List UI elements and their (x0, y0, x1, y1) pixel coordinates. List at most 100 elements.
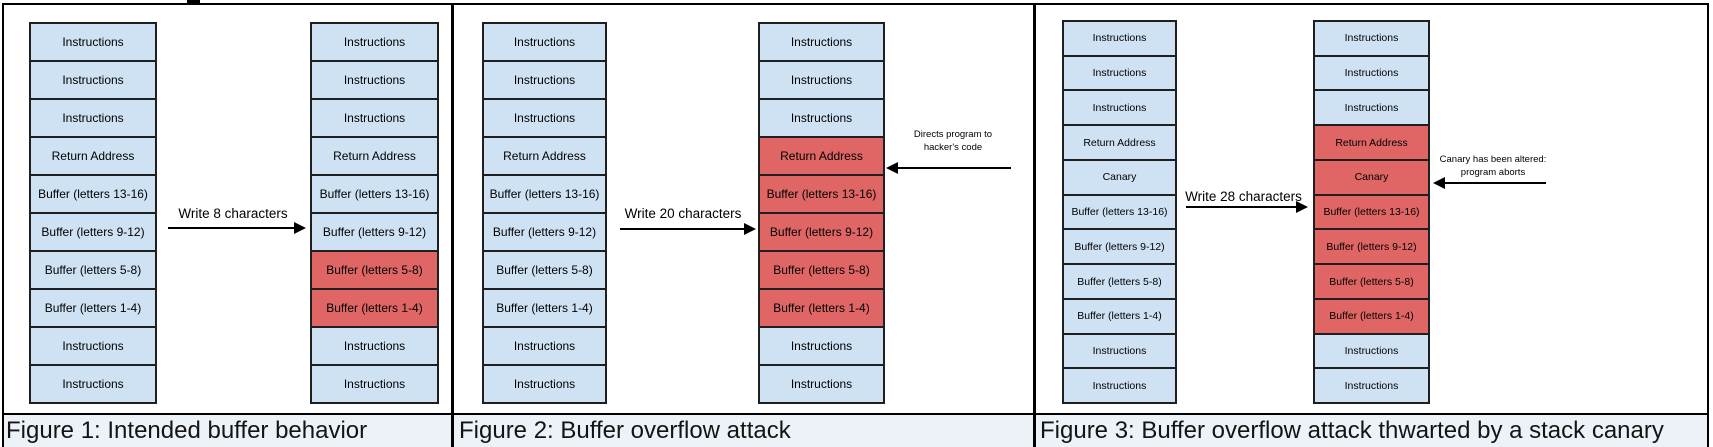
stack-cell: Instructions (1063, 333, 1176, 369)
stack-cell-label: Return Address (503, 149, 586, 163)
stack-cell-label: Instructions (1092, 67, 1147, 80)
annotation-note: Directs program to hacker's code (890, 128, 1016, 154)
stack-cell-label: Buffer (letters 9-12) (322, 225, 427, 239)
stack-cell-label: Canary (1102, 171, 1137, 184)
stack-cell-label: Instructions (790, 377, 853, 391)
stack-cell: Canary (1063, 159, 1176, 195)
action-label: Write 20 characters (624, 206, 742, 221)
stack-cell-label: Canary (1354, 171, 1389, 184)
stack-cell: Return Address (311, 137, 438, 175)
stack-cell: Instructions (311, 327, 438, 365)
stack-cell: Buffer (letters 13-16) (1314, 194, 1429, 230)
action-label: Write 8 characters (178, 206, 288, 221)
stack-cell-label: Instructions (1092, 32, 1147, 45)
stack-cell-label: Instructions (1092, 379, 1147, 392)
stack-cell: Buffer (letters 5-8) (1314, 264, 1429, 299)
figure-caption: Figure 3: Buffer overflow attack thwarte… (1040, 417, 1664, 444)
stack-cell: Instructions (759, 61, 884, 99)
stack-cell-label: Instructions (513, 73, 576, 87)
arrow-right-icon (294, 222, 306, 234)
stack-cell: Buffer (letters 5-8) (311, 251, 438, 289)
stack-cell-label: Buffer (letters 1-4) (1077, 310, 1162, 323)
stack-cell: Instructions (1063, 368, 1176, 404)
stack-cell: Return Address (30, 137, 156, 175)
stack-cell: Buffer (letters 9-12) (1314, 229, 1429, 265)
stack-cell: Buffer (letters 9-12) (30, 213, 156, 251)
stack-cell-label: Buffer (letters 5-8) (326, 263, 423, 277)
stack-cell: Return Address (1063, 125, 1176, 160)
stack-cell-label: Instructions (513, 339, 576, 353)
stack-cell-label: Buffer (letters 13-16) (319, 187, 430, 201)
stack-cell: Instructions (1314, 368, 1429, 404)
stack-cell: Instructions (1063, 55, 1176, 91)
stack-cell-label: Instructions (343, 377, 406, 391)
stack-cell-label: Instructions (790, 73, 853, 87)
caption-separator (2, 413, 1707, 415)
stack-cell-label: Instructions (1092, 344, 1147, 357)
annotation-line: Directs program to (913, 129, 993, 140)
stack-cell: Instructions (759, 365, 884, 403)
stack-cell: Return Address (759, 137, 884, 175)
arrow-right-icon (744, 223, 756, 235)
stack-cell: Buffer (letters 13-16) (1063, 194, 1176, 230)
stack-cell-label: Buffer (letters 1-4) (44, 301, 142, 315)
table-border-top (2, 3, 1709, 5)
stack-cell-label: Instructions (62, 73, 124, 87)
panel-divider (1033, 3, 1036, 447)
stack-cell: Buffer (letters 1-4) (1314, 298, 1429, 334)
stack-cell: Buffer (letters 9-12) (311, 213, 438, 251)
stack-cell-label: Buffer (letters 1-4) (1329, 310, 1414, 323)
stack-cell-label: Instructions (513, 111, 576, 125)
stack-cell: Instructions (311, 23, 438, 61)
action-label: Write 28 characters (1185, 189, 1302, 204)
figure-caption: Figure 2: Buffer overflow attack (459, 417, 791, 444)
action-arrow (1186, 206, 1298, 208)
stack-cell-label: Buffer (letters 9-12) (769, 225, 874, 239)
stack-cell: Instructions (1314, 90, 1429, 126)
stack-cell-label: Instructions (343, 111, 406, 125)
stack-cell-label: Buffer (letters 9-12) (41, 225, 145, 239)
stack-cell-label: Instructions (1344, 344, 1399, 357)
stack-cell-label: Return Address (1083, 136, 1156, 149)
stack-cell-label: Instructions (1344, 379, 1399, 392)
stack-cell: Return Address (483, 137, 606, 175)
stack-cell: Instructions (1063, 90, 1176, 126)
stack-cell-label: Instructions (790, 339, 853, 353)
stack-cell-label: Buffer (letters 1-4) (496, 301, 593, 315)
stack-cell: Buffer (letters 13-16) (311, 175, 438, 213)
stack-cell: Buffer (letters 1-4) (311, 289, 438, 327)
stack-cell: Return Address (1314, 125, 1429, 160)
stack-cell-label: Buffer (letters 1-4) (773, 301, 870, 315)
annotation-line: program aborts (1460, 167, 1526, 178)
stack-cell: Buffer (letters 13-16) (483, 175, 606, 213)
stack-cell-label: Instructions (62, 35, 124, 49)
annotation-arrow (897, 167, 1011, 169)
stack-cell: Instructions (483, 99, 606, 137)
stack-cell-label: Instructions (790, 111, 853, 125)
stack-cell: Buffer (letters 13-16) (30, 175, 156, 213)
stack-cell-label: Buffer (letters 9-12) (492, 225, 597, 239)
stack-cell-label: Instructions (62, 339, 124, 353)
stack-cell-label: Instructions (343, 339, 406, 353)
stack-cell-label: Buffer (letters 5-8) (1329, 275, 1414, 288)
stack-cell-label: Buffer (letters 5-8) (496, 263, 593, 277)
stack-cell-label: Instructions (62, 111, 124, 125)
stack-cell: Buffer (letters 9-12) (1063, 229, 1176, 265)
stack-cell: Instructions (1314, 333, 1429, 369)
stack-cell: Instructions (311, 365, 438, 403)
stack-cell-label: Instructions (513, 35, 576, 49)
stack-cell-label: Buffer (letters 13-16) (1071, 206, 1168, 219)
stack-cell: Canary (1314, 159, 1429, 195)
stack-cell-label: Instructions (1344, 32, 1399, 45)
arrow-left-icon (886, 162, 898, 174)
stack-cell: Buffer (letters 1-4) (759, 289, 884, 327)
stack-cell-label: Buffer (letters 5-8) (1077, 275, 1162, 288)
stack-cell: Instructions (759, 327, 884, 365)
stack-cell-label: Instructions (343, 35, 406, 49)
